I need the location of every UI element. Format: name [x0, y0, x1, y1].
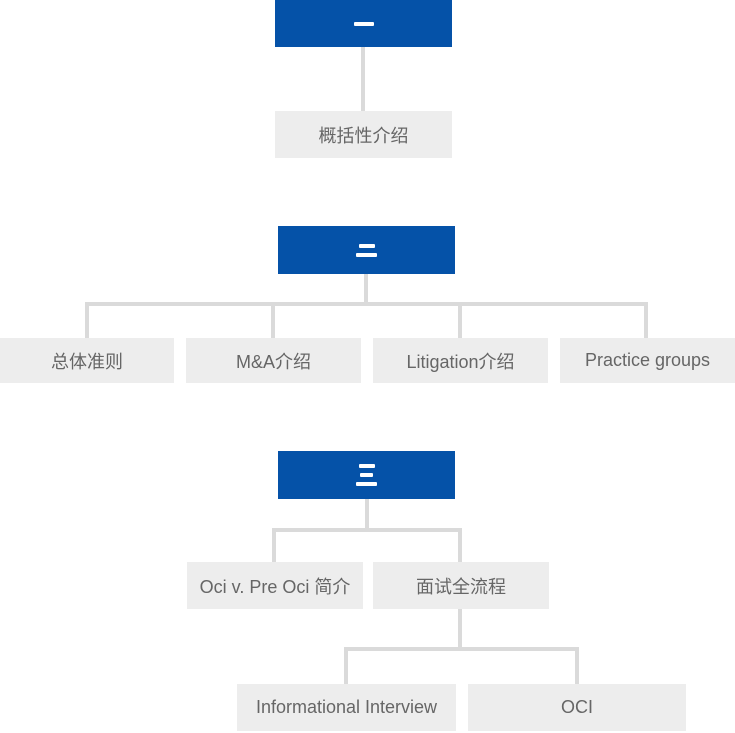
- connector-line: [458, 609, 462, 647]
- connector-line: [644, 306, 648, 338]
- section-3-header: [278, 451, 455, 499]
- connector-line: [361, 47, 365, 111]
- node-overview-intro: 概括性介绍: [275, 111, 452, 158]
- node-informational-interview: Informational Interview: [237, 684, 456, 731]
- connector-line: [458, 532, 462, 562]
- connector-line: [344, 647, 579, 651]
- node-practice-groups: Practice groups: [560, 338, 735, 383]
- node-oci: OCI: [468, 684, 686, 731]
- numeral-three-icon: [356, 464, 377, 486]
- connector-line: [458, 306, 462, 338]
- connector-line: [271, 306, 275, 338]
- connector-line: [364, 274, 368, 302]
- node-oci-vs-preoci: Oci v. Pre Oci 简介: [187, 562, 363, 609]
- numeral-two-icon: [356, 243, 377, 257]
- connector-line: [272, 528, 462, 532]
- section-1-header: [275, 0, 452, 47]
- node-general-guidelines: 总体准则: [0, 338, 174, 383]
- connector-line: [575, 651, 579, 684]
- numeral-one-icon: [353, 21, 374, 26]
- node-litigation-intro: Litigation介绍: [373, 338, 548, 383]
- connector-line: [85, 306, 89, 338]
- node-interview-process: 面试全流程: [373, 562, 549, 609]
- connector-line: [85, 302, 648, 306]
- section-2-header: [278, 226, 455, 274]
- connector-line: [365, 499, 369, 528]
- connector-line: [272, 532, 276, 562]
- node-ma-intro: M&A介绍: [186, 338, 361, 383]
- connector-line: [344, 651, 348, 684]
